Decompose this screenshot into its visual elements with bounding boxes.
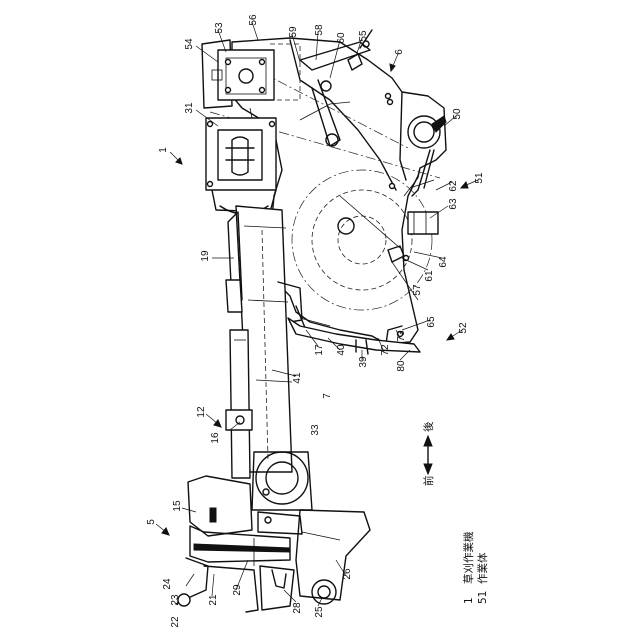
callout-7: 7 [322,393,333,399]
callout-65: 65 [426,316,437,328]
callout-61: 61 [424,270,435,282]
assembly-arrows [156,54,478,535]
callout-54: 54 [184,38,195,50]
callout-29: 29 [232,584,243,596]
callout-25: 25 [314,606,325,618]
callout-26: 26 [342,568,353,580]
callout-24: 24 [162,578,173,590]
callout-60: 60 [336,32,347,44]
callout-23: 23 [170,594,181,606]
callout-1: 1 [158,147,169,153]
callout-28: 28 [292,602,303,614]
direction-indicator: 後 前 [422,421,435,486]
callout-22: 22 [170,616,181,628]
callout-numbers: 5356595860556543150151626319646157655273… [146,14,485,628]
callout-55: 55 [358,30,369,42]
callout-62: 62 [448,180,459,192]
callout-12: 12 [196,406,207,418]
callout-56: 56 [248,14,259,26]
callout-6: 6 [394,49,405,55]
callout-19: 19 [200,250,211,262]
rear-label: 後 [422,421,435,432]
callout-72: 72 [380,344,391,356]
legend-51-text: 作業体 [476,552,489,584]
callout-5: 5 [146,519,157,525]
callout-15: 15 [172,500,183,512]
callout-58: 58 [314,24,325,36]
callout-64: 64 [438,256,449,268]
front-mount-bracket [176,476,370,612]
callout-50: 50 [452,108,463,120]
callout-40: 40 [336,344,347,356]
legend-1-number: 1 [463,597,475,604]
gearbox-assembly [202,40,300,214]
legend-1-text: 草刈作業機 [462,531,475,584]
callout-57: 57 [412,284,423,296]
callout-16: 16 [210,432,221,444]
callout-33: 33 [310,424,321,436]
callout-80: 80 [396,360,407,372]
callout-53: 53 [214,22,225,34]
callout-41: 41 [292,372,303,384]
legend-51-number: 51 [477,591,489,604]
front-label: 前 [422,476,435,487]
callout-73: 73 [396,330,407,342]
callout-51: 51 [474,172,485,184]
callout-59: 59 [288,26,299,38]
callout-63: 63 [448,198,459,210]
callout-21: 21 [208,594,219,606]
callout-17: 17 [314,344,325,356]
callout-31: 31 [184,102,195,114]
callout-39: 39 [358,356,369,368]
figure-legend: 1 草刈作業機 51 作業体 [462,531,489,604]
